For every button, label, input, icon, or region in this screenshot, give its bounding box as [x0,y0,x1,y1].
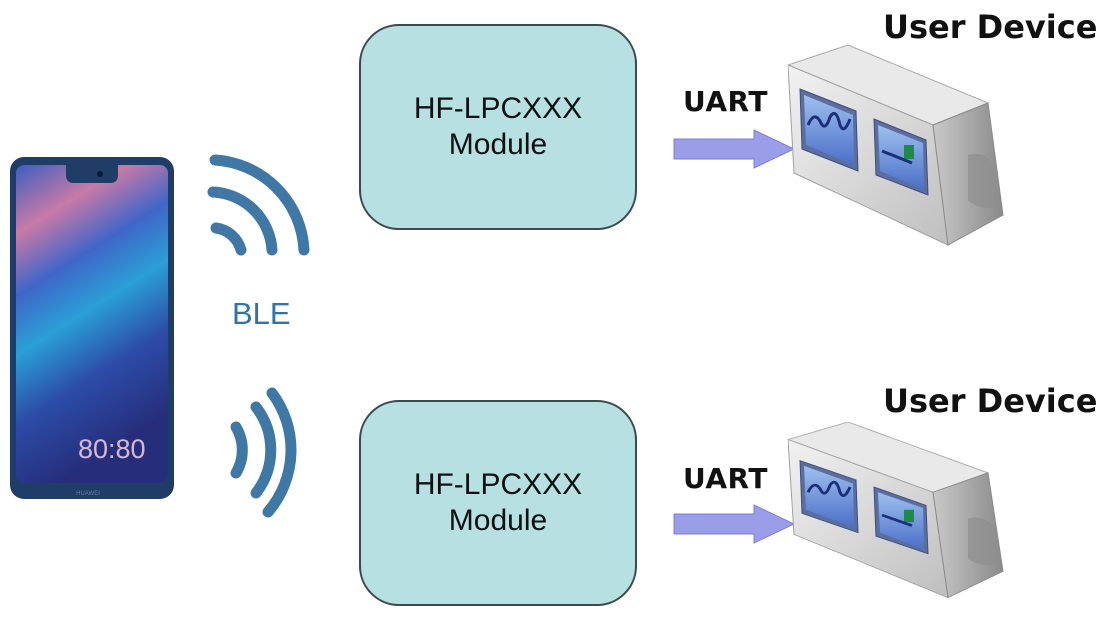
smartphone: HUAWEI [10,157,174,499]
uart-label-bottom: UART [683,462,768,495]
user-device-label-top: User Device [883,8,1098,46]
module-name: HF-LPCXXX [413,468,583,501]
module-label: Module [448,128,548,161]
radio-waves-icon [230,387,297,518]
module-name: HF-LPCXXX [413,92,583,125]
module-box-bottom: HF-LPCXXX Module [359,400,637,606]
device-illustration-icon [788,45,1004,246]
device-illustration-icon [788,422,1004,599]
svg-text:HUAWEI: HUAWEI [76,491,100,497]
wifi-signal-icon [207,154,310,256]
phone-clock: 80:80 [78,434,146,464]
module-box-top: HF-LPCXXX Module [359,24,637,230]
arrow-right-icon [673,129,796,169]
user-device-label-bottom: User Device [883,382,1098,420]
module-label: Module [448,504,548,537]
uart-label-top: UART [683,85,768,118]
ble-label: BLE [232,296,291,331]
arrow-right-icon [673,504,796,544]
